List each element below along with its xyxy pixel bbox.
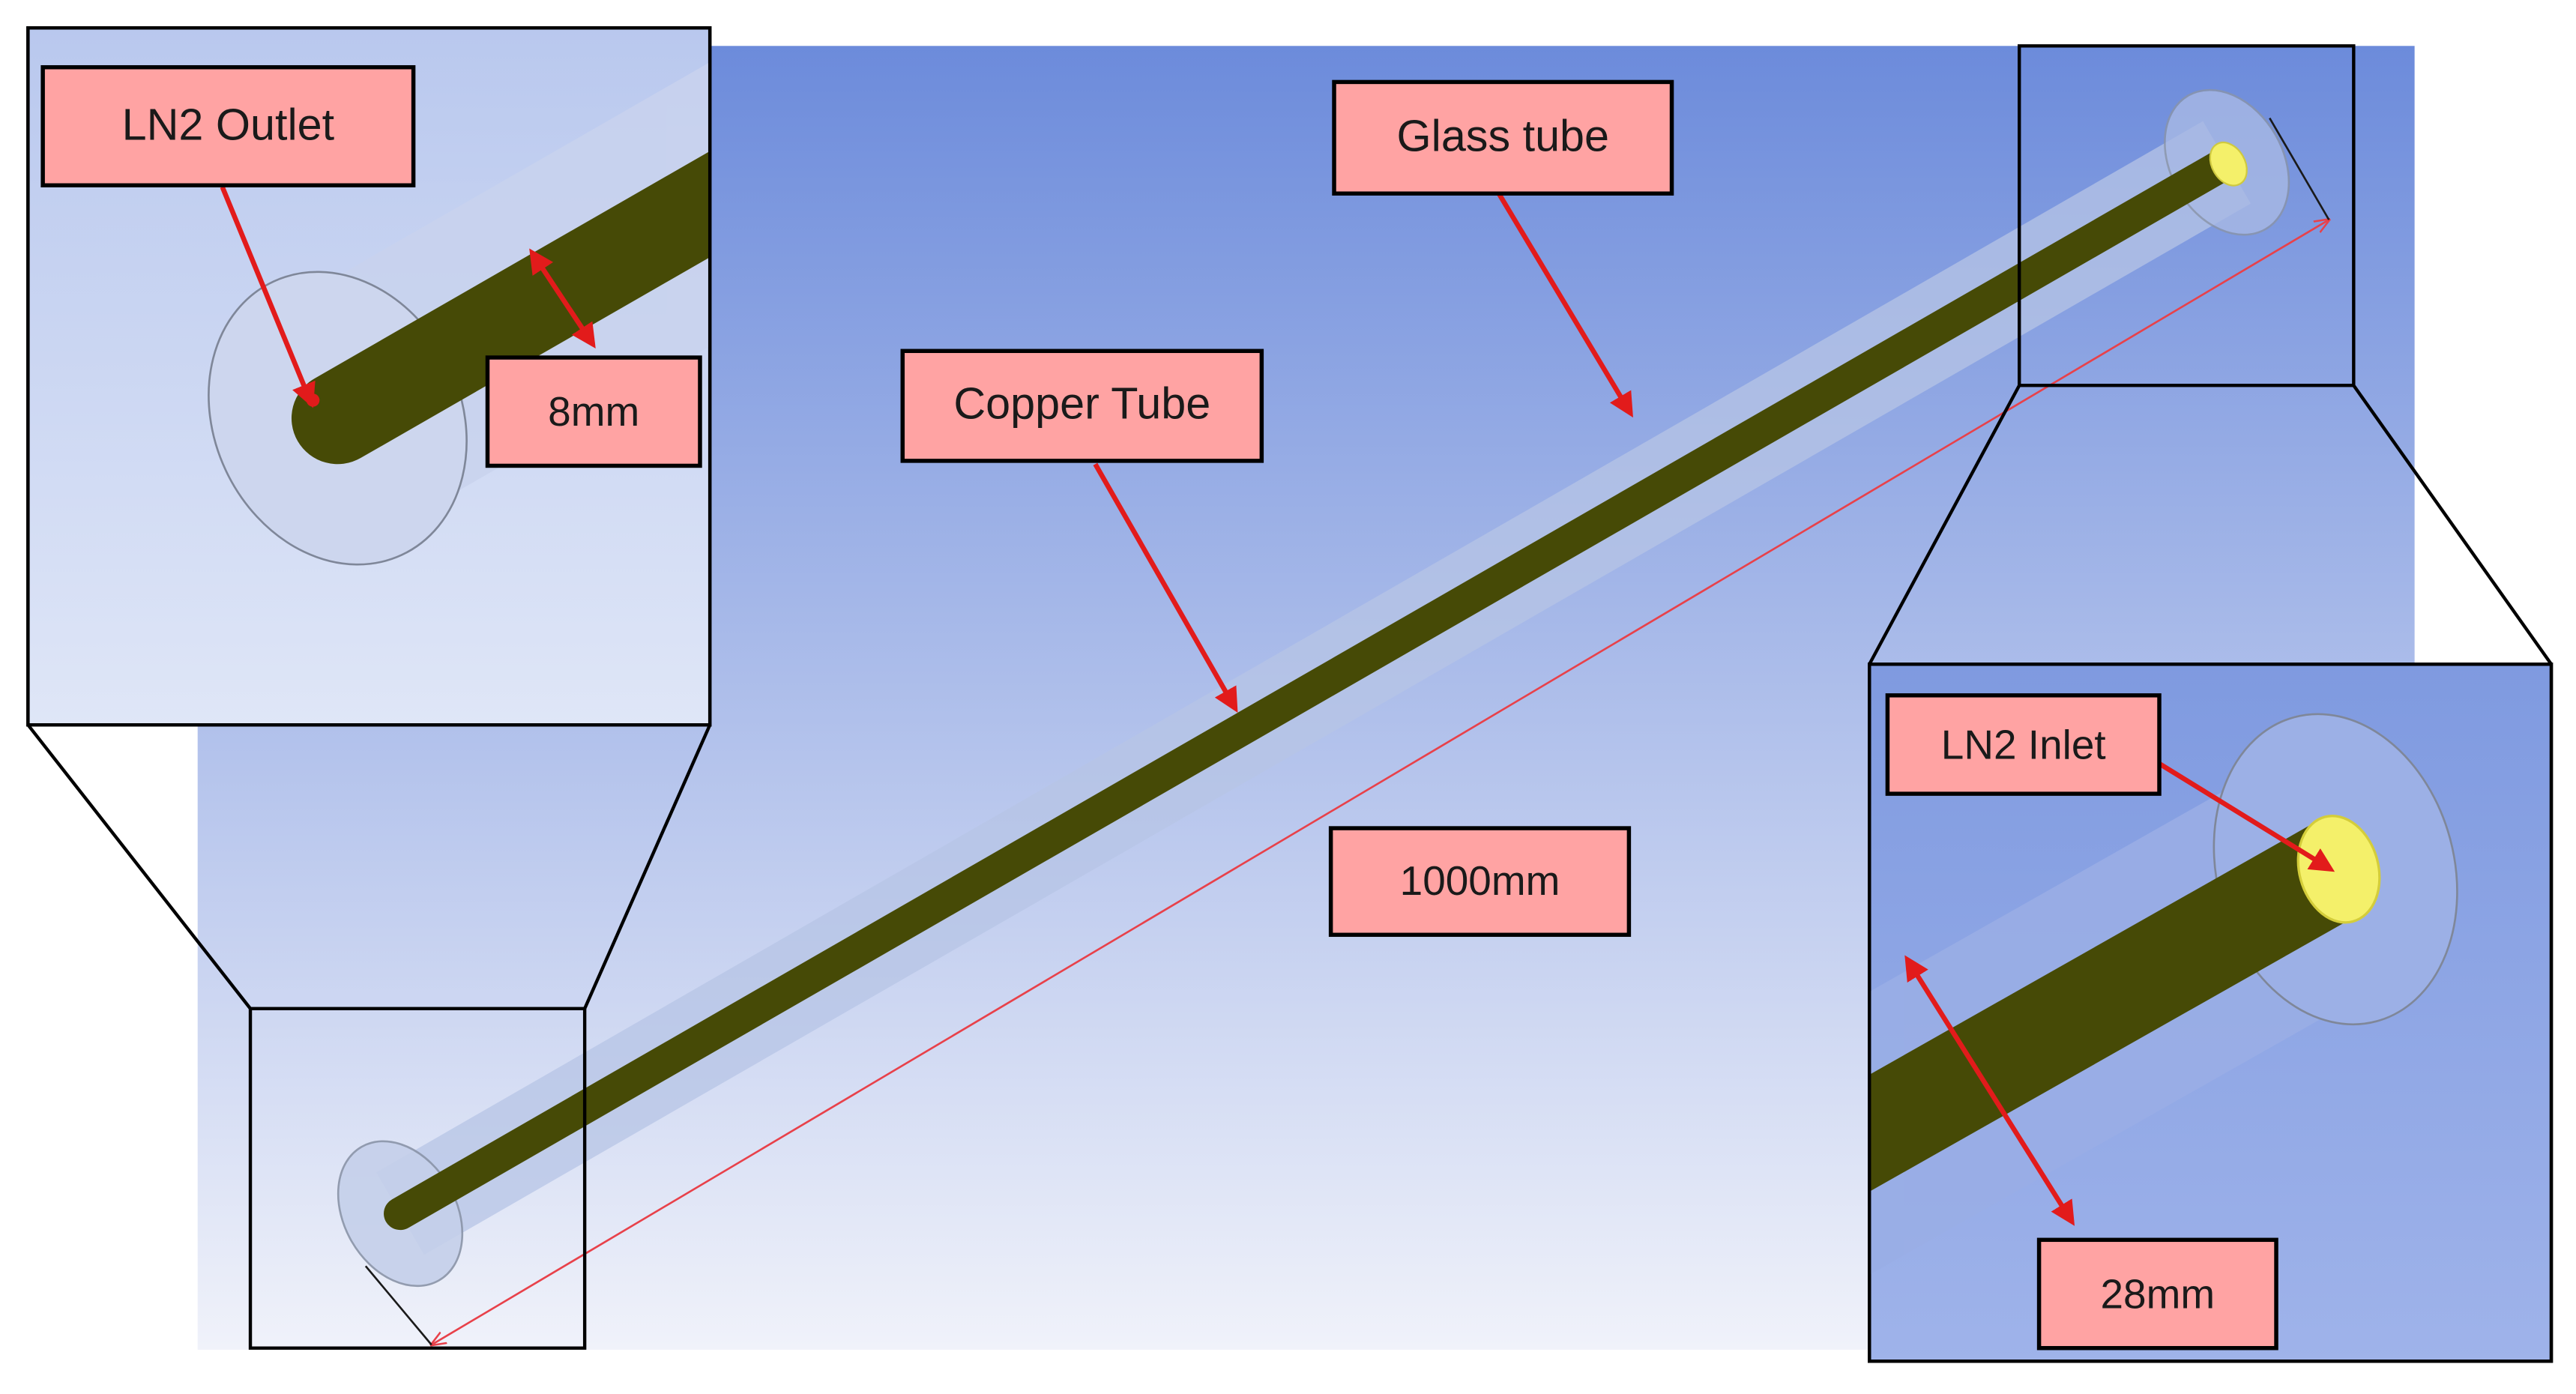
outlet-pointer-dot <box>306 393 320 407</box>
outlet-zoom-connector-left <box>26 723 252 1010</box>
length-extension-line-left <box>364 1265 432 1346</box>
copper-tube-pointer-arrow <box>1093 462 1238 713</box>
length-dimension-line <box>432 220 2329 1345</box>
inner-diameter-arrow <box>529 248 596 349</box>
label-length-text: 1000mm <box>1400 857 1560 904</box>
outlet-zoom-connector-right <box>583 724 712 1010</box>
outlet-pointer-arrow <box>220 186 316 408</box>
label-copper-tube-text: Copper Tube <box>953 378 1210 428</box>
length-extension-line-right <box>2269 117 2330 220</box>
glass-tube-pointer-arrow <box>1496 192 1633 418</box>
inlet-zoom-source-box <box>2018 44 2356 387</box>
label-outer-diameter: 28mm <box>2036 1237 2278 1351</box>
label-length: 1000mm <box>1328 826 1632 938</box>
label-ln2-inlet: LN2 Inlet <box>1885 693 2162 796</box>
inlet-zoom-connector-left <box>1868 384 2021 666</box>
label-ln2-outlet-text: LN2 Outlet <box>122 99 335 149</box>
label-outer-diameter-text: 28mm <box>2101 1270 2215 1317</box>
label-glass-tube: Glass tube <box>1332 79 1674 196</box>
label-glass-tube-text: Glass tube <box>1397 111 1610 161</box>
copper-tube-inlet-face <box>2209 142 2248 187</box>
label-ln2-outlet: LN2 Outlet <box>40 64 416 188</box>
copper-tube-zoomed-outlet <box>291 151 711 465</box>
outlet-zoom-source-box <box>248 1007 587 1350</box>
label-copper-tube: Copper Tube <box>900 348 1264 463</box>
label-inner-diameter-text: 8mm <box>548 388 639 435</box>
outer-diameter-arrow <box>1904 955 2075 1226</box>
label-inner-diameter: 8mm <box>485 355 702 468</box>
inlet-pointer-arrow <box>2156 760 2335 872</box>
inlet-zoom-connector-right <box>2352 384 2553 666</box>
copper-tube-zoomed-inlet-face <box>2296 815 2381 924</box>
label-ln2-inlet-text: LN2 Inlet <box>1941 721 2106 767</box>
